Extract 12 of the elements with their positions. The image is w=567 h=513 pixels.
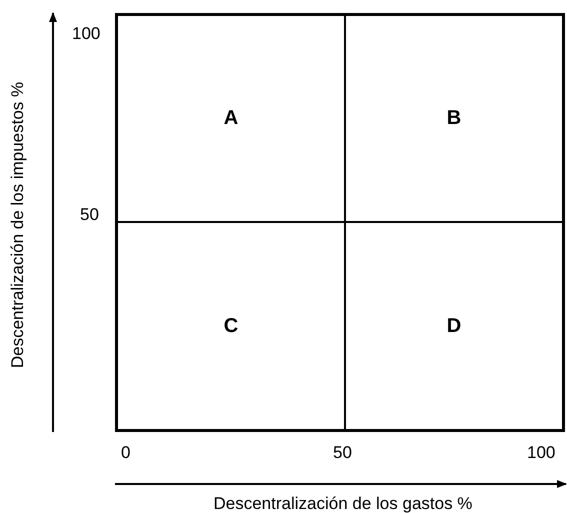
tick-label: 100 (72, 24, 100, 44)
quadrant-label: D (446, 314, 462, 338)
quadrant-label: C (224, 314, 238, 338)
tick-label: 50 (333, 443, 352, 463)
quadrant-label: A (224, 107, 238, 130)
axis-title: Descentralización de los impuestos % (8, 82, 28, 368)
axis-title: Descentralización de los gastos % (214, 494, 472, 513)
tick-label: 0 (121, 443, 130, 463)
quadrant-label: B (446, 107, 462, 130)
tick-label: 50 (80, 205, 99, 225)
tick-label: 100 (527, 443, 556, 463)
quadrant (118, 16, 346, 223)
